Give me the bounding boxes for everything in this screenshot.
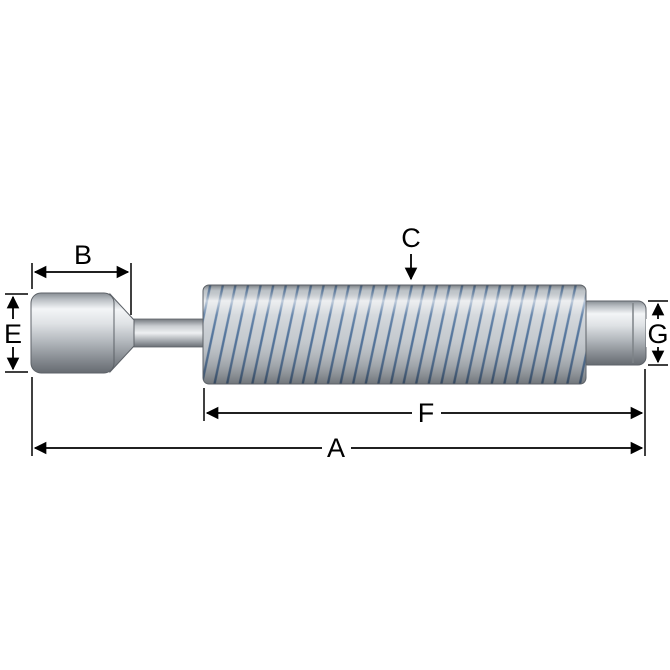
dimension-f: F	[203, 369, 646, 428]
body-shading	[202, 284, 587, 385]
dimension-e: E	[2, 293, 28, 373]
dimension-label-g: G	[647, 319, 668, 349]
dimension-label-f: F	[418, 398, 435, 428]
dimension-label-c: C	[401, 223, 421, 253]
dimensions: B C E G	[2, 223, 669, 463]
dimension-b: B	[31, 240, 132, 315]
rear-cylinder-body	[579, 300, 647, 366]
label-background	[2, 319, 25, 347]
dimension-g: G	[646, 300, 669, 366]
rear-end-cylinder	[579, 300, 647, 366]
dimension-c: C	[401, 223, 421, 281]
dimension-label-e: E	[4, 319, 22, 349]
dimension-label-a: A	[327, 433, 345, 463]
threaded-body	[202, 284, 587, 385]
label-background	[646, 319, 669, 347]
dimension-a: A	[31, 377, 646, 463]
cap-cylinder	[30, 292, 115, 374]
dimension-label-b: B	[74, 240, 92, 270]
shock-absorber-assembly	[30, 284, 647, 385]
label-background	[412, 399, 441, 427]
label-background	[322, 434, 351, 462]
rod-end-cap	[30, 292, 135, 374]
